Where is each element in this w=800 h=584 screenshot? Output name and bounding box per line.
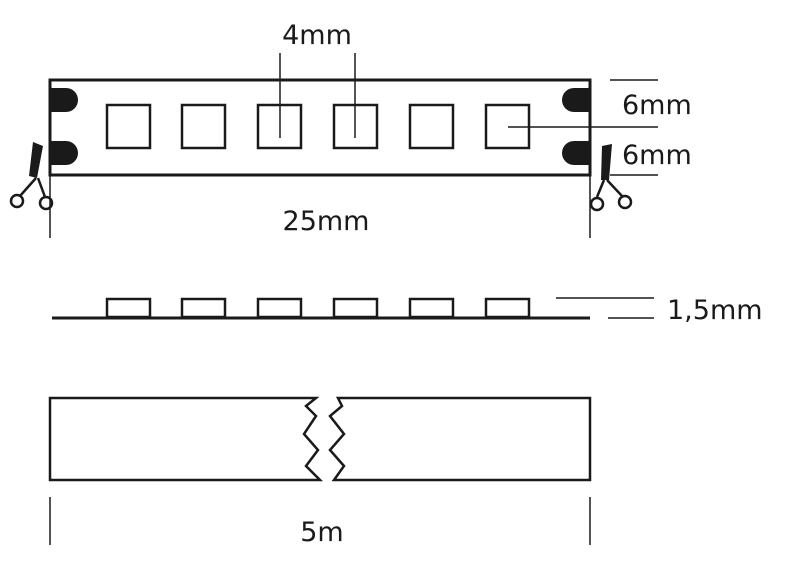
led-profile xyxy=(408,297,455,319)
led-chip xyxy=(408,103,455,150)
led-chip xyxy=(105,103,152,150)
label-strip-width: 25mm xyxy=(283,206,370,237)
strip-top-view: 4mm 6mm 6mm 25mm xyxy=(9,20,692,238)
solder-pad-right-bottom xyxy=(562,141,590,165)
led-profile xyxy=(105,297,152,319)
strip-length-view: 5m xyxy=(48,396,592,548)
solder-pad-left-top xyxy=(50,88,78,112)
led-profile xyxy=(256,297,303,319)
led-profile xyxy=(180,297,227,319)
label-length: 5m xyxy=(300,517,343,548)
solder-pad-left-bottom xyxy=(50,141,78,165)
strip-segment-left xyxy=(48,396,324,482)
label-pad-height-top: 6mm xyxy=(622,90,692,121)
label-thickness: 1,5mm xyxy=(667,295,763,326)
label-pad-height-bottom: 6mm xyxy=(622,140,692,171)
led-profile xyxy=(332,297,379,319)
strip-side-view: 1,5mm xyxy=(52,295,763,326)
led-chip xyxy=(180,103,227,150)
label-led-width: 4mm xyxy=(282,20,352,51)
led-profile xyxy=(484,297,531,319)
scissors-icon xyxy=(589,144,633,212)
scissors-icon xyxy=(9,142,54,211)
solder-pad-right-top xyxy=(562,88,590,112)
strip-segment-right xyxy=(328,396,592,482)
